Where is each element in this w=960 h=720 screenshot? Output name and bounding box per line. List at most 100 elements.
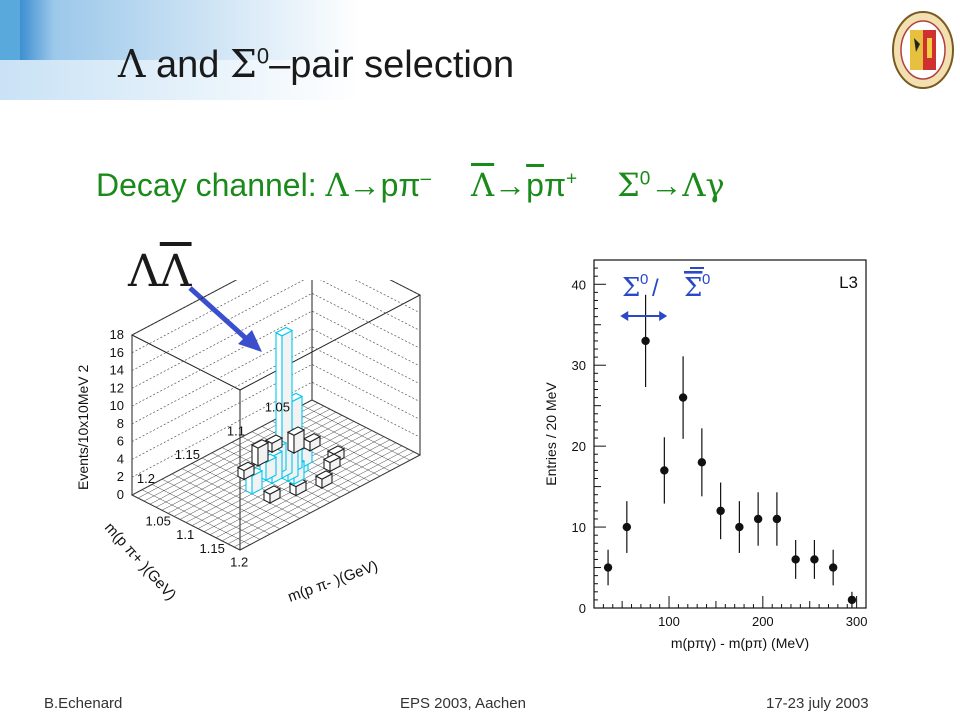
- plot-x-tick-label: 200: [752, 614, 774, 629]
- plot-data-point: [828, 563, 838, 572]
- lego-z-gridline: [131, 328, 421, 425]
- decay2-sup: +: [566, 168, 578, 190]
- decay1-products: pπ: [380, 167, 421, 203]
- plot-annotation-sigma-sup: 0: [640, 271, 648, 288]
- lego-floor-gridline: [233, 451, 415, 548]
- plot-data-point: [622, 522, 632, 532]
- plot-data-point: [641, 336, 650, 346]
- lego-z-axis-label: Events/10x10MeV 2: [75, 364, 91, 490]
- lego-x-tick-label: 1.2: [230, 555, 248, 570]
- lego-z-tick-label: 10: [110, 398, 124, 413]
- plot-annotation-separator: /: [652, 275, 659, 302]
- lego-histogram-chart: 0246810121416181.051.11.151.21.051.11.15…: [75, 280, 422, 606]
- lego-z-tick-label: 18: [110, 327, 124, 342]
- plot-data-point: [735, 522, 744, 532]
- footer-conference: EPS 2003, Aachen: [400, 695, 526, 712]
- lego-bar: [314, 470, 334, 489]
- lego-y-tick-label: 1.05: [265, 400, 290, 415]
- decay-label: Decay channel:: [96, 167, 326, 203]
- title-and: and: [145, 44, 230, 86]
- lego-bar: [322, 453, 342, 473]
- lego-z-gridline: [131, 280, 421, 336]
- plot-data-point: [678, 393, 688, 402]
- lego-bar: [236, 461, 256, 481]
- lego-z-tick-label: 6: [117, 434, 124, 449]
- lego-z-tick-label: 0: [117, 487, 124, 502]
- plot-x-axis-label: m(pπγ) - m(pπ) (MeV): [671, 635, 809, 651]
- footer-author: B.Echenard: [44, 695, 123, 712]
- lego-floor-gridline: [227, 448, 409, 545]
- plot-y-tick-label: 0: [579, 601, 586, 616]
- plot-data-point: [697, 458, 707, 467]
- title-sigma: Σ: [229, 42, 257, 86]
- plot-data-point: [810, 555, 819, 564]
- decay3-sup: 0: [639, 168, 651, 190]
- lambda-label-a: Λ: [128, 246, 160, 297]
- footer-date: 17-23 july 2003: [766, 695, 869, 712]
- title-tail: –pair selection: [269, 44, 515, 86]
- lego-floor-gridline: [311, 399, 421, 456]
- plot-y-tick-label: 20: [572, 439, 586, 454]
- lego-z-tick-label: 4: [117, 451, 124, 466]
- decay2-parent: Λ: [471, 166, 495, 204]
- lego-y-tick-label: 1.1: [227, 423, 245, 438]
- plot-data-point: [603, 563, 613, 572]
- lego-floor-gridline: [301, 405, 411, 461]
- title-sigma-sup: 0: [256, 43, 270, 69]
- plot-data-point: [847, 595, 857, 605]
- lego-z-gridline: [131, 364, 421, 460]
- decay3-products: Λγ: [682, 166, 725, 204]
- slide-title: Λ and Σ0–pair selection: [118, 42, 514, 87]
- lego-y-axis-label: m(p π+ )(GeV): [101, 519, 179, 603]
- plot-y-tick-label: 10: [572, 520, 586, 535]
- decay-channels: Decay channel: Λ→pπ–Λ→pπ+Σ0→Λγ: [96, 166, 725, 204]
- plot-annotation-sigma: Σ: [622, 273, 640, 303]
- plot-data-point: [660, 466, 669, 475]
- lego-floor-gridline: [239, 454, 421, 551]
- lego-z-gridline: [131, 280, 421, 354]
- plot-y-tick-label: 30: [572, 358, 586, 373]
- plot-x-tick-label: 300: [846, 614, 868, 629]
- lego-x-axis-label: m(p π- )(GeV): [286, 557, 381, 605]
- decay2-products-over: p: [526, 167, 544, 203]
- lego-x-tick-label: 1.1: [176, 527, 194, 542]
- decay2-products-rest: π: [543, 167, 567, 203]
- lego-x-tick-label: 1.05: [146, 513, 171, 528]
- lego-z-tick-label: 12: [110, 380, 124, 395]
- decay1-arrow-icon: →: [348, 167, 381, 203]
- lego-floor-gridline: [291, 410, 401, 466]
- university-seal-icon: [892, 11, 954, 89]
- title-lambda: Λ: [118, 42, 146, 86]
- plot-data-point: [716, 506, 725, 516]
- lego-y-tick-label: 1.15: [175, 447, 200, 462]
- plot-data-point: [753, 514, 763, 524]
- lego-bar: [244, 467, 264, 495]
- plot-title: L3: [839, 273, 858, 292]
- lambda-label-b: Λ: [159, 246, 192, 297]
- lambda-lambdabar-label: ΛΛ: [128, 246, 192, 297]
- lego-bar: [250, 439, 270, 467]
- lego-z-tick-label: 16: [110, 345, 124, 360]
- lego-bar: [262, 485, 282, 504]
- decay1-sup: –: [420, 168, 432, 190]
- decay1-parent: Λ: [325, 166, 349, 204]
- plot-annotation-sigmabar: Σ: [684, 273, 702, 303]
- decay2-arrow-icon: →: [494, 167, 527, 203]
- pointer-arrow-icon: [188, 286, 262, 352]
- lego-z-gridline: [131, 292, 421, 389]
- plot-annotation-sigmabar-sup: 0: [702, 271, 710, 288]
- lego-bar: [302, 432, 322, 452]
- lego-z-tick-label: 2: [117, 469, 124, 484]
- lego-z-gridline: [131, 381, 421, 478]
- plot-annotation-arrow-icon: [620, 311, 668, 321]
- plot-data-point: [791, 555, 800, 564]
- lego-z-gridline: [131, 280, 421, 371]
- lego-z-tick-label: 14: [110, 363, 124, 378]
- plot-y-axis-label: Entries / 20 MeV: [543, 382, 559, 486]
- plot-y-tick-label: 40: [572, 277, 586, 292]
- plot-data-point: [772, 514, 782, 524]
- lego-y-tick-label: 1.2: [137, 471, 155, 486]
- lego-x-tick-label: 1.15: [200, 541, 225, 556]
- decay3-parent: Σ: [617, 166, 640, 204]
